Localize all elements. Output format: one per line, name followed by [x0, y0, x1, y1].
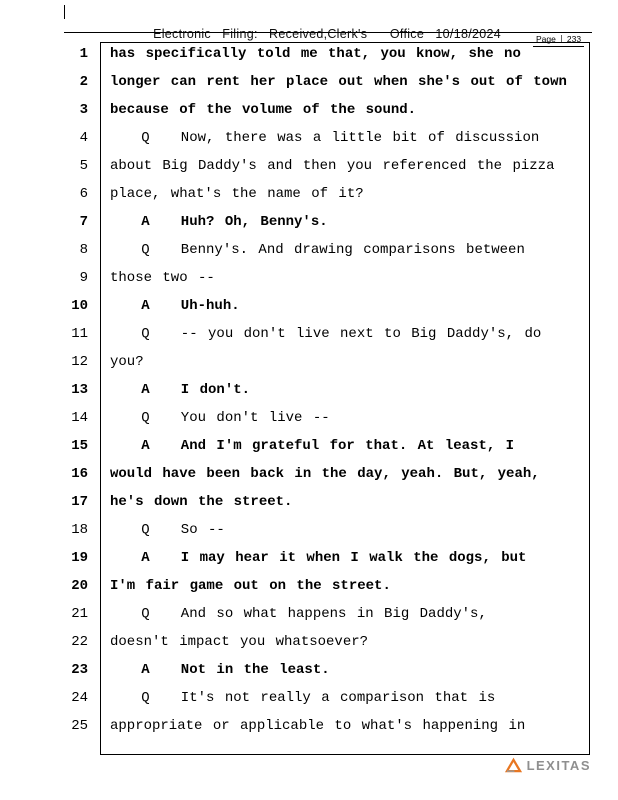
- transcript-line: 24 Q It's not really a comparison that i…: [58, 684, 588, 712]
- line-number: 14: [71, 410, 88, 426]
- transcript-line: 12 you?: [58, 348, 588, 376]
- line-text: about Big Daddy's and then you reference…: [110, 158, 555, 174]
- line-text: appropriate or applicable to what's happ…: [110, 718, 526, 734]
- line-number: 20: [71, 578, 88, 594]
- line-text: you?: [110, 354, 144, 370]
- line-text: Q It's not really a comparison that is: [110, 690, 496, 706]
- line-text: Q -- you don't live next to Big Daddy's,…: [110, 326, 542, 342]
- line-text: A I don't.: [110, 382, 251, 398]
- transcript-line: 23 A Not in the least.: [58, 656, 588, 684]
- page-label-text: Page: [536, 34, 556, 44]
- line-number: 5: [79, 158, 88, 174]
- line-number: 15: [71, 438, 88, 454]
- line-text: would have been back in the day, yeah. B…: [110, 466, 540, 482]
- lexitas-brand-text: LEXITAS: [526, 758, 591, 773]
- lexitas-triangle-icon: [504, 757, 522, 773]
- line-number: 18: [71, 522, 88, 538]
- header-rule: [64, 32, 592, 33]
- efiling-stamp: Electronic Filing: Received,Clerk's Offi…: [138, 13, 501, 55]
- page-number-stamp: Page 233: [533, 34, 585, 47]
- line-text: I'm fair game out on the street.: [110, 578, 391, 594]
- transcript-line: 9 those two --: [58, 264, 588, 292]
- page-number-value: 233: [566, 34, 582, 44]
- transcript-line: 11 Q -- you don't live next to Big Daddy…: [58, 320, 588, 348]
- transcript-body: 1 has specifically told me that, you kno…: [58, 40, 588, 740]
- transcript-line: 13 A I don't.: [58, 376, 588, 404]
- transcript-line: 16 would have been back in the day, yeah…: [58, 460, 588, 488]
- line-number: 2: [79, 74, 88, 90]
- line-text: A I may hear it when I walk the dogs, bu…: [110, 550, 527, 566]
- transcript-line: 6 place, what's the name of it?: [58, 180, 588, 208]
- efiling-stamp-text: Electronic Filing: Received,Clerk's Offi…: [153, 27, 501, 41]
- line-text: doesn't impact you whatsoever?: [110, 634, 369, 650]
- transcript-line: 20 I'm fair game out on the street.: [58, 572, 588, 600]
- line-text: A Uh-huh.: [110, 298, 240, 314]
- transcript-line: 18 Q So --: [58, 516, 588, 544]
- line-text: A Huh? Oh, Benny's.: [110, 214, 328, 230]
- line-text: Q And so what happens in Big Daddy's,: [110, 606, 487, 622]
- transcript-line: 21 Q And so what happens in Big Daddy's,: [58, 600, 588, 628]
- transcript-line: 3 because of the volume of the sound.: [58, 96, 588, 124]
- line-number: 16: [71, 466, 88, 482]
- line-text: Q You don't live --: [110, 410, 330, 426]
- transcript-line: 10 A Uh-huh.: [58, 292, 588, 320]
- line-text: because of the volume of the sound.: [110, 102, 417, 118]
- transcript-line: 22 doesn't impact you whatsoever?: [58, 628, 588, 656]
- line-number: 4: [79, 130, 88, 146]
- line-number: 12: [71, 354, 88, 370]
- line-text: those two --: [110, 270, 215, 286]
- line-number: 6: [79, 186, 88, 202]
- transcript-line: 4 Q Now, there was a little bit of discu…: [58, 124, 588, 152]
- transcript-line: 17 he's down the street.: [58, 488, 588, 516]
- transcript-line: 25 appropriate or applicable to what's h…: [58, 712, 588, 740]
- line-number: 19: [71, 550, 88, 566]
- line-number: 7: [79, 214, 88, 230]
- line-text: place, what's the name of it?: [110, 186, 364, 202]
- transcript-line: 15 A And I'm grateful for that. At least…: [58, 432, 588, 460]
- line-text: A Not in the least.: [110, 662, 330, 678]
- transcript-line: 5 about Big Daddy's and then you referen…: [58, 152, 588, 180]
- transcript-line: 7 A Huh? Oh, Benny's.: [58, 208, 588, 236]
- lexitas-logo: LEXITAS: [504, 757, 591, 774]
- line-number: 25: [71, 718, 88, 734]
- header-rule-tick: [64, 5, 65, 19]
- line-number: 8: [79, 242, 88, 258]
- line-text: he's down the street.: [110, 494, 293, 510]
- line-text: Q So --: [110, 522, 225, 538]
- line-number: 23: [71, 662, 88, 678]
- line-number: 3: [79, 102, 88, 118]
- transcript-line: 19 A I may hear it when I walk the dogs,…: [58, 544, 588, 572]
- line-number: 11: [71, 326, 88, 342]
- line-text: Q Benny's. And drawing comparisons betwe…: [110, 242, 525, 258]
- transcript-line: 8 Q Benny's. And drawing comparisons bet…: [58, 236, 588, 264]
- line-number: 13: [71, 382, 88, 398]
- transcript-border-box: [100, 42, 590, 755]
- line-number: 9: [79, 270, 88, 286]
- line-text: A And I'm grateful for that. At least, I: [110, 438, 515, 454]
- transcript-line: 14 Q You don't live --: [58, 404, 588, 432]
- line-number: 1: [79, 46, 88, 62]
- page-label-divider: [560, 35, 562, 43]
- line-number: 10: [71, 298, 88, 314]
- transcript-line: 1 has specifically told me that, you kno…: [58, 40, 588, 68]
- line-number: 22: [71, 634, 88, 650]
- line-text: longer can rent her place out when she's…: [110, 74, 567, 90]
- line-text: Q Now, there was a little bit of discuss…: [110, 130, 540, 146]
- line-number: 24: [71, 690, 88, 706]
- line-number: 17: [71, 494, 88, 510]
- transcript-line: 2 longer can rent her place out when she…: [58, 68, 588, 96]
- line-number: 21: [71, 606, 88, 622]
- line-text: has specifically told me that, you know,…: [110, 46, 521, 62]
